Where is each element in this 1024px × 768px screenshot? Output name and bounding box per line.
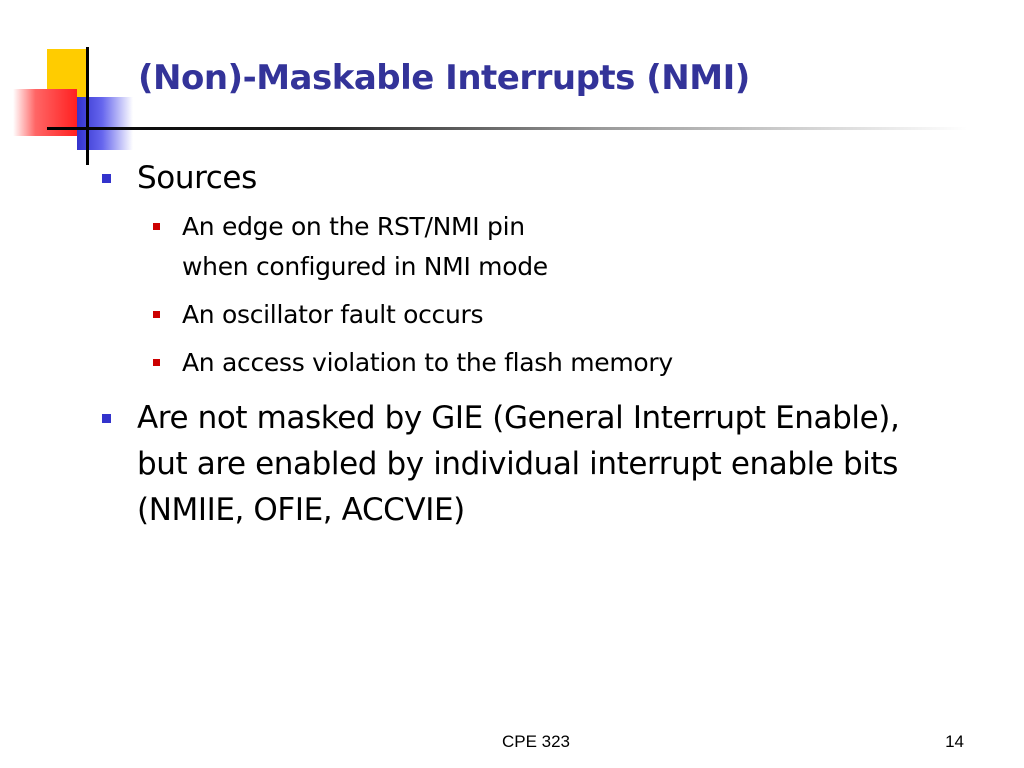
bullet-text: Sources bbox=[137, 160, 257, 196]
logo-vertical-line bbox=[86, 47, 89, 165]
sub-bullet-text: An access violation to the flash memory bbox=[182, 348, 673, 377]
square-bullet-icon bbox=[102, 174, 111, 183]
sub-bullet-text: An oscillator fault occurs bbox=[182, 300, 484, 329]
footer-course: CPE 323 bbox=[501, 732, 571, 751]
sub-bullet-text-line1: An edge on the RST/NMI pin bbox=[182, 212, 525, 241]
slide-title: (Non)-Maskable Interrupts (NMI) bbox=[138, 58, 750, 98]
bullet-text-line1: Are not masked by GIE (General Interrupt… bbox=[137, 400, 900, 436]
square-bullet-icon bbox=[153, 359, 160, 366]
slide-content: Sources An edge on the RST/NMI pin when … bbox=[100, 155, 980, 533]
square-bullet-icon bbox=[153, 311, 160, 318]
bullet-text-line3: (NMIIE, OFIE, ACCVIE) bbox=[137, 492, 465, 528]
sub-bullet-text-line2: when configured in NMI mode bbox=[182, 252, 548, 281]
square-bullet-icon bbox=[153, 223, 160, 230]
bullet-not-masked: Are not masked by GIE (General Interrupt… bbox=[100, 395, 980, 533]
bullet-sources: Sources bbox=[100, 155, 980, 201]
sub-bullet-oscillator: An oscillator fault occurs bbox=[145, 295, 980, 335]
square-bullet-icon bbox=[102, 414, 111, 423]
footer-page-number: 14 bbox=[945, 732, 964, 751]
sub-bullet-edge: An edge on the RST/NMI pin when configur… bbox=[145, 207, 980, 287]
sub-bullet-access-violation: An access violation to the flash memory bbox=[145, 343, 980, 383]
bullet-text-line2: but are enabled by individual interrupt … bbox=[137, 446, 899, 482]
title-underline bbox=[47, 127, 967, 130]
